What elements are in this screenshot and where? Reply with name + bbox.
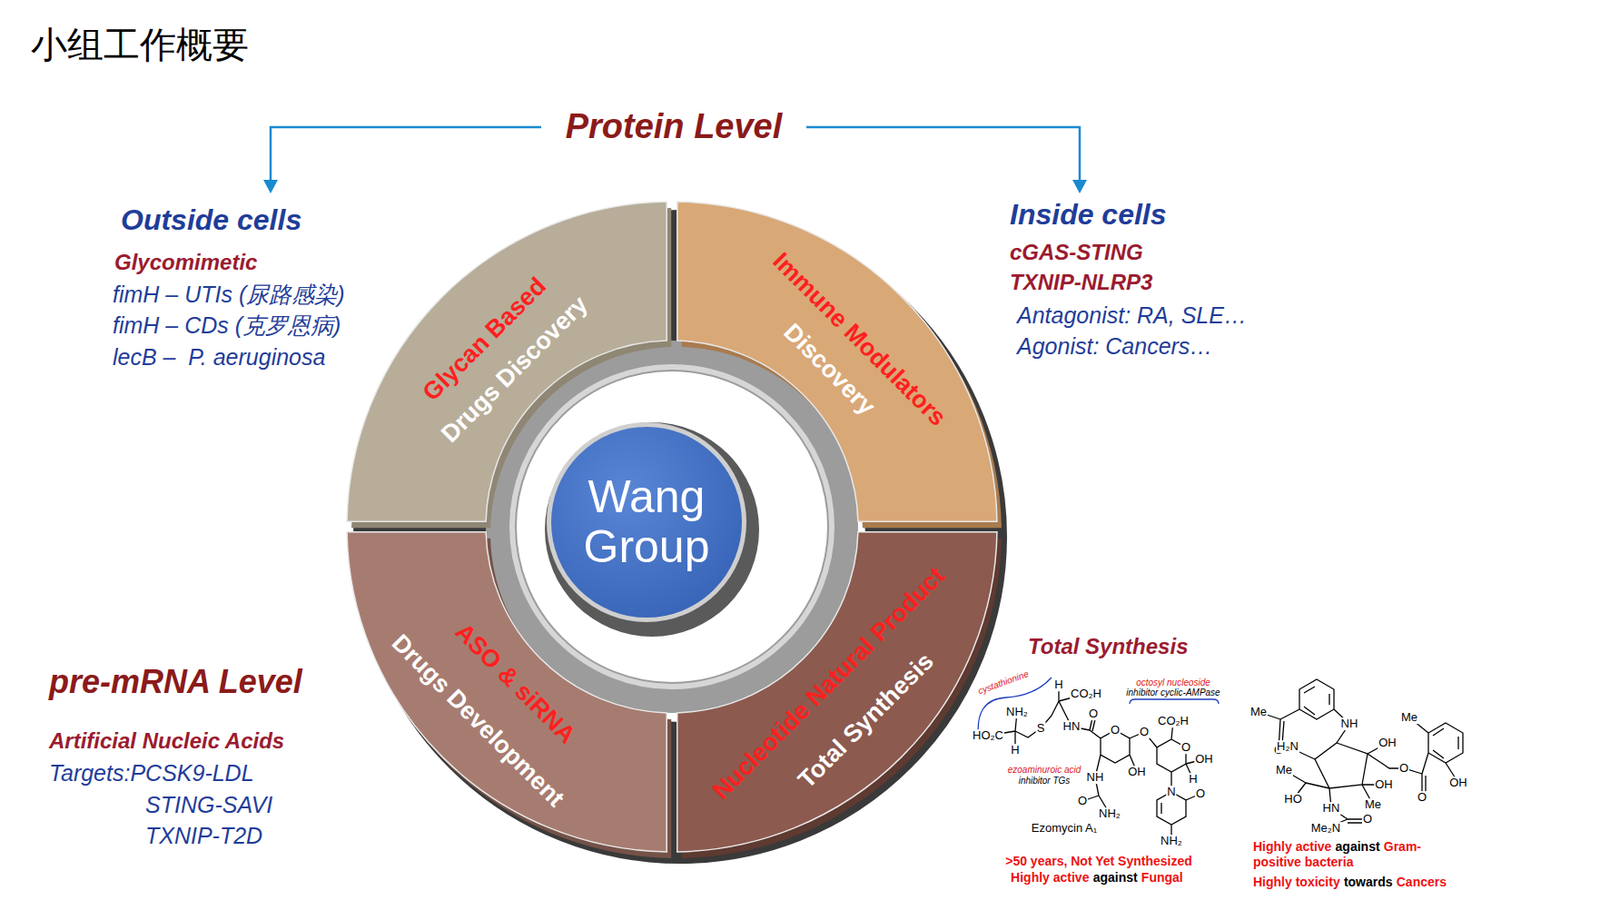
topic-heading: Total Synthesis	[1027, 633, 1188, 660]
group-heading: Inside cells	[1009, 197, 1167, 232]
hub-circle: Wang Group	[546, 422, 747, 623]
atom-label: OH	[1377, 736, 1398, 750]
atom-label: Ezomycin A₁	[1030, 821, 1098, 835]
item-text: lecB – P. aeruginosa	[112, 344, 326, 371]
caption-part: Highly active	[1010, 869, 1089, 885]
atom-label: HN	[1062, 720, 1082, 733]
atom-label: O	[1180, 740, 1192, 754]
annotation: cystathionine	[977, 669, 1030, 697]
caption-part: Cancers	[1396, 874, 1447, 889]
caption-line: Highly activeagainstFungal	[1007, 869, 1190, 886]
atom-label: NH	[1340, 717, 1360, 731]
atom-label: CO₂H	[1069, 687, 1103, 701]
section-heading: pre-mRNA Level	[49, 662, 303, 701]
atom-label: O	[1398, 761, 1410, 775]
atom-label: NH₂	[1097, 807, 1122, 820]
atom-label: O	[1416, 790, 1428, 804]
atom-label: OH	[1448, 776, 1469, 790]
atom-label: O	[1195, 787, 1206, 800]
annotation: inhibitor TGs	[1018, 776, 1071, 787]
atom-label: O	[1362, 812, 1373, 826]
topic-heading: TXNIP-NLRP3	[1009, 269, 1153, 296]
hub-shadow	[544, 422, 760, 637]
atom-label: Me	[1363, 798, 1383, 811]
atom-label: O	[1076, 794, 1088, 808]
atom-label: HO₂C	[971, 729, 1005, 742]
atom-label: OH	[1373, 778, 1394, 791]
caption-part: Fungal	[1141, 869, 1184, 885]
atom-label: Me	[1400, 711, 1419, 724]
annotation: octosyl nucleoside	[1135, 678, 1211, 689]
inner-ring-highlight	[512, 366, 832, 687]
atom-label: O	[1138, 725, 1150, 739]
item-text: fimH – CDs (克罗恩病)	[112, 312, 341, 339]
atom-label: H	[1009, 743, 1020, 757]
item-text: fimH – UTIs (尿路感染)	[112, 281, 346, 308]
ring-segment: Glycan BasedDrugs Discovery	[346, 201, 672, 527]
page-title: 小组工作概要	[30, 19, 249, 70]
annotation: inhibitor cyclic-AMPase	[1125, 688, 1220, 699]
group-heading: Outside cells	[120, 203, 302, 238]
caption-line: Highly activeagainstGram-positive bacter…	[1253, 839, 1453, 870]
caption-part: towards	[1343, 874, 1393, 889]
segment-face	[346, 532, 667, 852]
atom-label: N	[1165, 785, 1176, 799]
inner-ring	[501, 355, 843, 698]
atom-label: NH₂	[1005, 705, 1029, 719]
segment-face	[677, 532, 998, 852]
atom-label: Me₂N	[1310, 821, 1343, 835]
atom-label: OH	[1194, 752, 1215, 766]
item-text: TXNIP-T2D	[145, 822, 263, 850]
atom-label: Me	[1249, 705, 1268, 719]
atom-label: Me	[1274, 763, 1294, 777]
atom-label: HN	[1322, 801, 1342, 815]
item-text: Antagonist: RA, SLE…	[1017, 302, 1247, 329]
segment-face	[346, 201, 667, 522]
item-text: Targets:PCSK9-LDL	[49, 760, 255, 787]
atom-label: O	[1087, 707, 1099, 721]
arrow-head	[263, 179, 1087, 194]
ring-segment: Immune ModulatorsDiscovery	[671, 201, 998, 527]
hub-label: Wang Group	[564, 472, 729, 573]
ezomycin-structure	[987, 684, 1205, 841]
caption-line: Highly toxicitytowardsCancers	[1253, 874, 1490, 890]
topic-heading: cGAS-STING	[1009, 239, 1144, 266]
atom-label: HO	[1283, 792, 1304, 806]
item-text: Agonist: Cancers…	[1017, 333, 1213, 360]
caption-part: Highly toxicity	[1253, 874, 1341, 889]
caption-part: against	[1335, 839, 1381, 854]
atom-label: NH	[1086, 770, 1106, 784]
caption: >50 years, Not Yet Synthesized	[1005, 853, 1193, 869]
topic-heading: Artificial Nucleic Acids	[49, 728, 285, 754]
aminocyclopentane-structure	[1258, 679, 1463, 829]
atom-label: NH₂	[1159, 834, 1184, 848]
topic-heading: Glycomimetic	[114, 249, 257, 276]
section-heading: Protein Level	[565, 107, 783, 148]
caption-part: Highly active	[1253, 839, 1332, 854]
segment-face	[677, 201, 998, 522]
atom-label: H	[1053, 678, 1064, 692]
caption-part: against	[1093, 869, 1138, 885]
ring-segment: Nucleotide Natural ProductTotal Synthesi…	[671, 526, 998, 852]
atom-label: H	[1187, 772, 1198, 786]
atom-label: CO₂H	[1156, 714, 1190, 728]
atom-label: S	[1036, 721, 1047, 735]
atom-label: O	[1109, 723, 1121, 737]
item-text: STING-SAVI	[145, 791, 273, 819]
atom-label: H₂N	[1275, 740, 1300, 753]
atom-label: OH	[1126, 765, 1147, 779]
octosyl-bracket	[1129, 699, 1219, 704]
ring-segment: ASO & siRNADrugs Development	[346, 526, 672, 852]
annotation: ezoaminuroic acid	[1007, 765, 1082, 776]
